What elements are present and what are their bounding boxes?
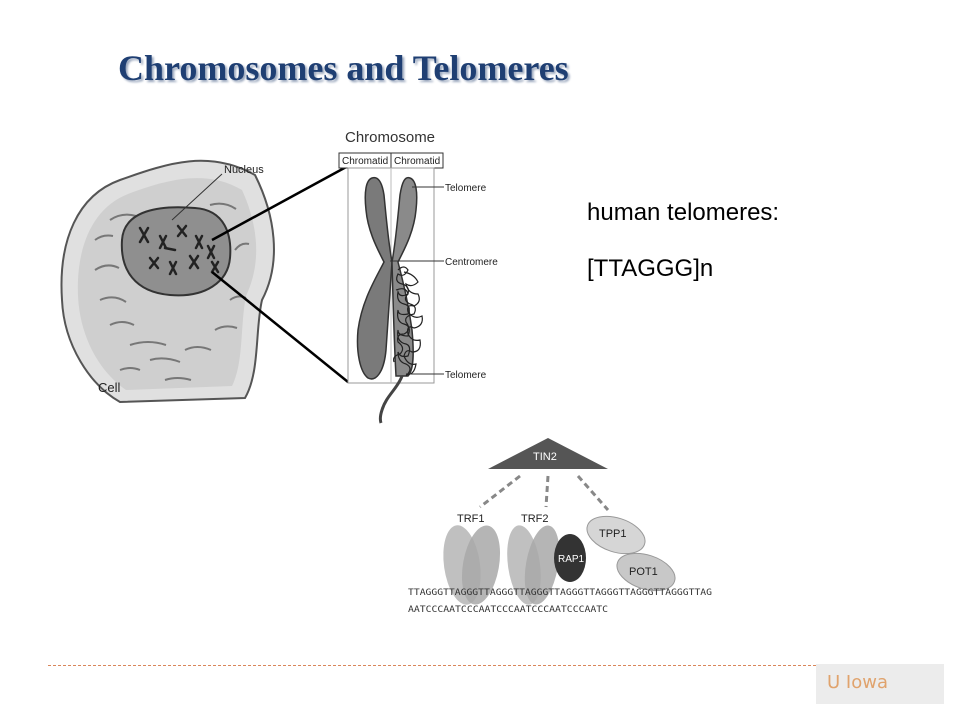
dna-strand-tail bbox=[378, 375, 404, 424]
chromosome-detail: Chromosome Chromatid Chromatid Telomere … bbox=[338, 129, 498, 424]
trf2-lobe-right bbox=[524, 525, 560, 605]
centromere-label: Centromere bbox=[445, 257, 498, 268]
chromosomes-in-nucleus bbox=[138, 224, 220, 276]
chromatin-coils bbox=[393, 266, 423, 377]
tpp1-shape bbox=[586, 515, 646, 555]
chromosome-heading: Chromosome bbox=[345, 129, 435, 146]
chromatid-label-left: Chromatid bbox=[342, 156, 388, 167]
pot1-label: POT1 bbox=[629, 566, 658, 578]
trf2-label: TRF2 bbox=[521, 513, 549, 525]
tin2-to-tpp1 bbox=[576, 475, 610, 511]
zoom-line-top bbox=[211, 164, 349, 242]
cell-label: Cell bbox=[98, 380, 121, 395]
nucleus-label: Nucleus bbox=[224, 164, 264, 176]
chromatid-label-right: Chromatid bbox=[394, 156, 440, 167]
footer-box bbox=[816, 664, 944, 704]
nucleus bbox=[120, 206, 232, 297]
note-telomere-repeat: [TTAGGG]n bbox=[587, 255, 714, 282]
telomere-top-label: Telomere bbox=[445, 183, 487, 194]
tin2-triangle bbox=[488, 438, 608, 469]
nucleus-pointer bbox=[171, 173, 223, 221]
telomere-bottom-label: Telomere bbox=[445, 370, 487, 381]
cell-illustration: Nucleus Cell bbox=[60, 159, 349, 404]
rap1-shape bbox=[554, 534, 586, 582]
trf1-label: TRF1 bbox=[457, 513, 485, 525]
footer-label: U Iowa bbox=[827, 672, 888, 693]
tpp1-label: TPP1 bbox=[599, 528, 627, 540]
zoom-line-bottom bbox=[211, 271, 349, 383]
chromatid-left-shape bbox=[356, 176, 393, 380]
rap1-label: RAP1 bbox=[558, 554, 585, 565]
trf1-lobe-right bbox=[461, 525, 501, 605]
pot1-shape bbox=[616, 552, 676, 592]
sequence-bottom-strand: AATCCCAATCCCAATCCCAATCCCAATCCCAATC bbox=[408, 605, 608, 615]
slide-title: Chromosomes and Telomeres bbox=[118, 48, 569, 88]
organelles bbox=[94, 202, 250, 381]
footer-divider bbox=[48, 665, 816, 666]
tin2-to-trf1 bbox=[479, 474, 521, 509]
sequence-top-strand: TTAGGGTTAGGGTTAGGGTTAGGGTTAGGGTTAGGGTTAG… bbox=[408, 588, 712, 598]
shelterin-diagram: TIN2 TRF1 TRF2 POT1 TPP1 RAP1 TTAGGGTTAG… bbox=[408, 438, 712, 615]
note-human-telomeres: human telomeres: bbox=[587, 199, 780, 226]
tin2-label: TIN2 bbox=[533, 451, 557, 463]
tin2-to-trf2 bbox=[544, 475, 550, 508]
